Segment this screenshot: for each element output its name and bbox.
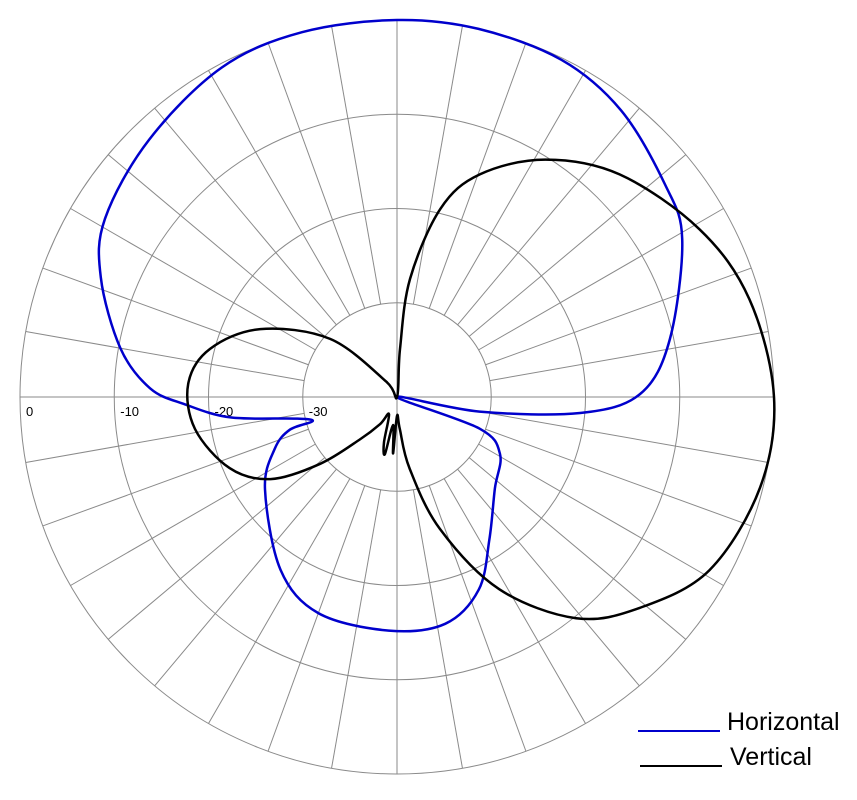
grid-spoke: [412, 25, 463, 305]
grid-spoke: [457, 107, 640, 326]
grid-spoke: [25, 331, 305, 382]
grid-spoke: [412, 489, 463, 769]
grid-spoke: [428, 485, 527, 752]
grid-spoke: [457, 468, 640, 687]
grid-spoke: [25, 412, 305, 463]
grid-spoke: [107, 154, 326, 337]
grid-spoke: [208, 70, 351, 316]
grid-spoke: [331, 489, 382, 769]
grid-spoke: [154, 107, 337, 326]
grid-spoke: [468, 457, 687, 640]
grid-spoke: [42, 267, 309, 366]
grid-spoke: [478, 443, 724, 586]
grid-spoke: [154, 468, 337, 687]
polar-grid: [19, 19, 775, 775]
grid-spoke: [42, 428, 309, 527]
grid-spoke: [208, 478, 351, 724]
series-vertical-curve: [185, 158, 776, 621]
radial-tick-label: -30: [309, 404, 328, 419]
grid-spoke: [70, 208, 316, 351]
grid-spoke: [70, 443, 316, 586]
grid-spoke: [443, 70, 586, 316]
radial-tick-label: -10: [120, 404, 139, 419]
legend-label-horizontal: Horizontal: [727, 708, 840, 736]
grid-spoke: [107, 457, 326, 640]
series-curves: [97, 18, 776, 633]
series-horizontal-curve: [97, 18, 684, 633]
legend: Horizontal Vertical: [638, 708, 840, 771]
grid-spoke: [331, 25, 382, 305]
grid-spoke: [267, 42, 366, 309]
grid-spoke: [489, 331, 769, 382]
radial-tick-label: 0: [26, 404, 33, 419]
grid-spoke: [489, 412, 769, 463]
grid-spoke: [468, 154, 687, 337]
grid-spoke: [267, 485, 366, 752]
grid-spoke: [485, 267, 752, 366]
legend-label-vertical: Vertical: [730, 743, 812, 771]
grid-spoke: [443, 478, 586, 724]
grid-spoke: [478, 208, 724, 351]
grid-spoke: [485, 428, 752, 527]
